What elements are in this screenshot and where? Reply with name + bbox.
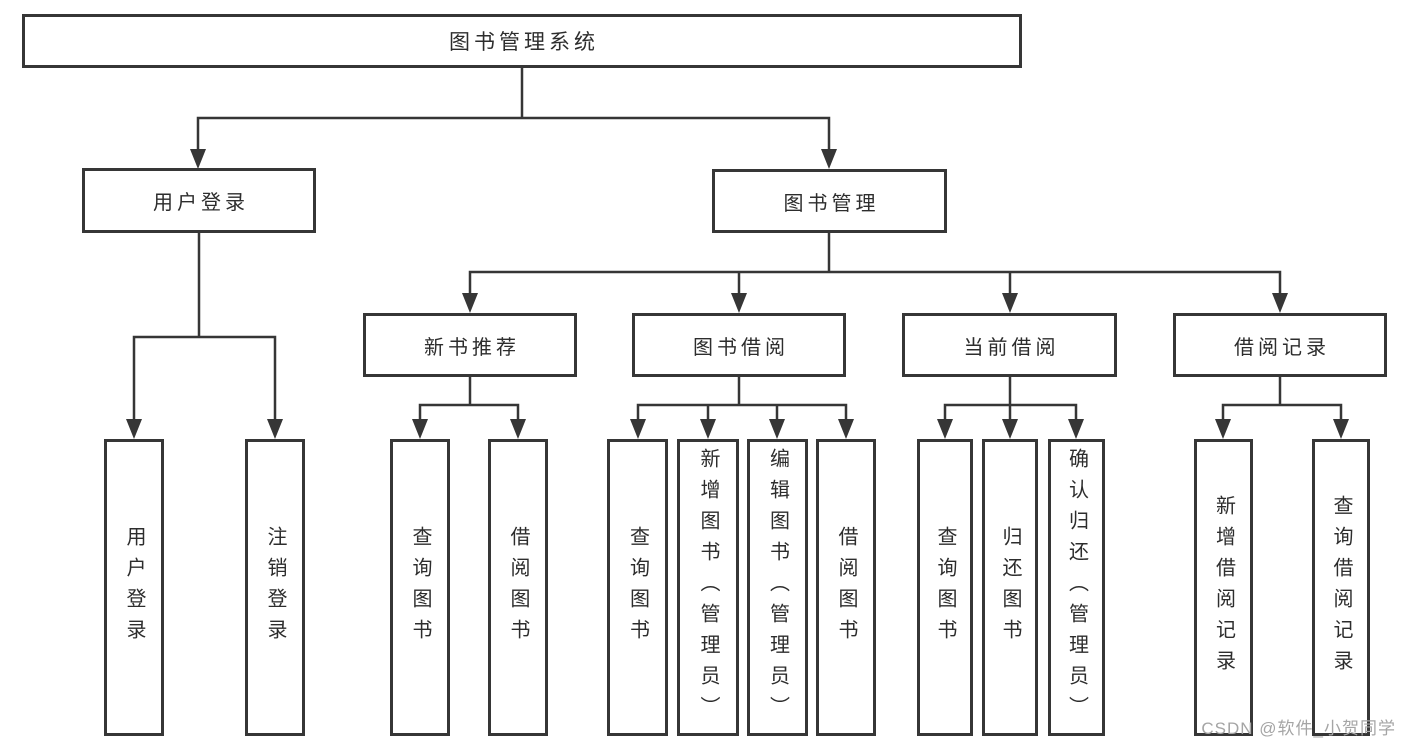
connector-records-to-children xyxy=(1215,377,1349,439)
connector-line xyxy=(636,403,848,419)
node-label: 用户登录 xyxy=(123,525,145,650)
node-library-management-system: 图书管理系统 xyxy=(22,14,1022,68)
connector-line xyxy=(468,270,1282,293)
node-label: 新书推荐 xyxy=(424,336,520,359)
node-leaf-edit-books-admin: 编辑图书（管理员） xyxy=(747,439,808,736)
node-leaf-add-borrow-record: 新增借阅记录 xyxy=(1194,439,1253,736)
connector-line xyxy=(1221,403,1343,419)
connector-book-management-to-level2 xyxy=(462,233,1288,313)
arrowhead-icon xyxy=(700,419,716,439)
arrowhead-icon xyxy=(412,419,428,439)
arrowhead-icon xyxy=(462,293,478,313)
node-label: 查询借阅记录 xyxy=(1330,494,1352,681)
connector-user-login-to-children xyxy=(126,233,283,439)
arrowhead-icon xyxy=(267,419,283,439)
arrowhead-icon xyxy=(838,419,854,439)
node-label: 图书借阅 xyxy=(693,336,789,359)
node-leaf-logout: 注销登录 xyxy=(245,439,305,736)
arrowhead-icon xyxy=(1272,293,1288,313)
node-book-borrowing: 图书借阅 xyxy=(632,313,846,377)
node-label: 借阅记录 xyxy=(1234,336,1330,359)
node-book-management: 图书管理 xyxy=(712,169,947,233)
node-label: 确认归还（管理员） xyxy=(1065,448,1088,727)
node-label: 编辑图书（管理员） xyxy=(766,448,789,727)
node-leaf-user-login: 用户登录 xyxy=(104,439,164,736)
arrowhead-icon xyxy=(1002,293,1018,313)
node-borrowing-records: 借阅记录 xyxy=(1173,313,1387,377)
arrowhead-icon xyxy=(510,419,526,439)
node-label: 图书管理 xyxy=(783,192,880,215)
node-current-borrowing: 当前借阅 xyxy=(902,313,1117,377)
arrowhead-icon xyxy=(769,419,785,439)
arrowhead-icon xyxy=(731,293,747,313)
node-leaf-return-books: 归还图书 xyxy=(982,439,1038,736)
arrowhead-icon xyxy=(1333,419,1349,439)
connector-borrow-to-children xyxy=(630,377,854,439)
node-label: 查询图书 xyxy=(934,525,956,650)
node-label: 图书管理系统 xyxy=(449,31,599,54)
node-new-book-recommend: 新书推荐 xyxy=(363,313,577,377)
connector-recommend-to-children xyxy=(412,377,526,439)
arrowhead-icon xyxy=(190,149,206,169)
node-leaf-query-borrow-record: 查询借阅记录 xyxy=(1312,439,1370,736)
node-label: 借阅图书 xyxy=(835,525,857,650)
node-label: 用户登录 xyxy=(153,192,249,214)
arrowhead-icon xyxy=(1215,419,1231,439)
connector-line xyxy=(132,335,277,419)
node-label: 当前借阅 xyxy=(963,336,1060,359)
node-label: 借阅图书 xyxy=(507,525,529,650)
connector-line xyxy=(418,403,520,419)
node-label: 注销登录 xyxy=(264,525,286,650)
arrowhead-icon xyxy=(1002,419,1018,439)
node-leaf-confirm-return-admin: 确认归还（管理员） xyxy=(1048,439,1105,736)
connector-line xyxy=(196,116,831,149)
arrowhead-icon xyxy=(1068,419,1084,439)
connector-root-to-level1 xyxy=(190,68,837,169)
node-label: 新增借阅记录 xyxy=(1212,494,1235,681)
watermark: CSDN @软件_小贺同学 xyxy=(1201,719,1396,738)
arrowhead-icon xyxy=(630,419,646,439)
node-leaf-borrow-books-recommend: 借阅图书 xyxy=(488,439,548,736)
node-label: 新增图书（管理员） xyxy=(697,448,719,727)
node-label: 归还图书 xyxy=(999,525,1021,650)
node-leaf-query-books-current: 查询图书 xyxy=(917,439,973,736)
arrowhead-icon xyxy=(126,419,142,439)
arrowhead-icon xyxy=(937,419,953,439)
node-label: 查询图书 xyxy=(626,525,649,650)
node-leaf-query-books-borrow: 查询图书 xyxy=(607,439,668,736)
node-label: 查询图书 xyxy=(409,525,431,650)
arrowhead-icon xyxy=(821,149,837,169)
node-leaf-add-books-admin: 新增图书（管理员） xyxy=(677,439,739,736)
connector-current-to-children xyxy=(937,377,1084,439)
node-user-login: 用户登录 xyxy=(82,168,316,233)
node-leaf-borrow-books: 借阅图书 xyxy=(816,439,876,736)
node-leaf-query-books-recommend: 查询图书 xyxy=(390,439,450,736)
